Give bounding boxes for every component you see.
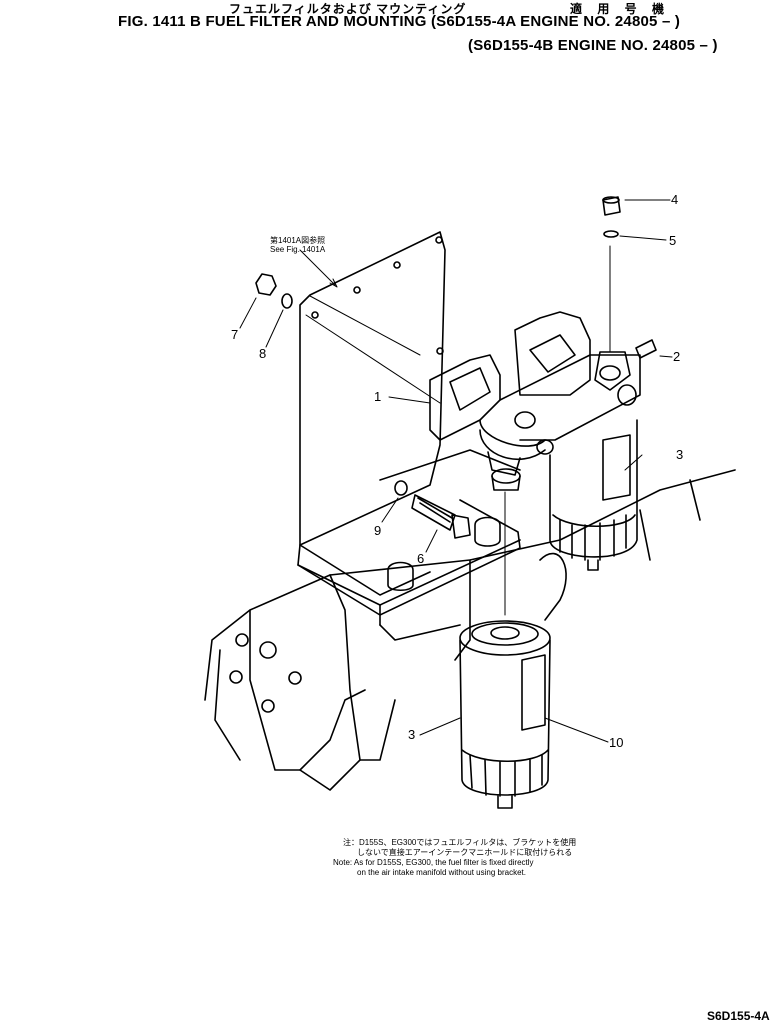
applicable-japanese: 適 用 号 機 <box>570 2 671 16</box>
callout-10: 10 <box>609 735 624 750</box>
callout-1: 1 <box>374 389 382 404</box>
reference-en: See Fig. 1401A <box>270 245 326 254</box>
engine-block <box>205 470 735 790</box>
note-jp-line2: しないで直接エアーインテークマニホールドに取付けられる <box>357 848 573 857</box>
drawing-code: S6D155-4A <box>707 1009 770 1023</box>
note-jp-line1: 注：D155S、EG300ではフュエルフィルタは、ブラケットを使用 <box>343 838 577 847</box>
leader-lines <box>240 200 672 742</box>
callout-2: 2 <box>673 349 681 364</box>
callout-3-upper: 3 <box>676 447 684 462</box>
callout-3-lower: 3 <box>408 727 416 742</box>
small-parts <box>256 197 656 590</box>
filter-head <box>430 312 640 490</box>
callout-4: 4 <box>671 192 679 207</box>
reference-jp: 第1401A図参照 <box>270 236 326 245</box>
title-japanese: フュエルフィルタおよび マウンティング <box>229 2 467 16</box>
figure-title-line2: (S6D155-4B ENGINE NO. 24805 – ) <box>468 37 718 54</box>
callout-8: 8 <box>259 346 267 361</box>
filter-element-mounted <box>550 420 637 570</box>
note-en-line1: Note: As for D155S, EG300, the fuel filt… <box>333 858 534 867</box>
figure-title: FIG. 1411 B FUEL FILTER AND MOUNTING (S6… <box>118 13 681 30</box>
filter-element-loose <box>460 621 550 808</box>
callout-5: 5 <box>669 233 677 248</box>
callout-6: 6 <box>417 551 425 566</box>
callout-9: 9 <box>374 523 382 538</box>
note-en-line2: on the air intake manifold without using… <box>357 868 526 877</box>
callout-7: 7 <box>231 327 239 342</box>
